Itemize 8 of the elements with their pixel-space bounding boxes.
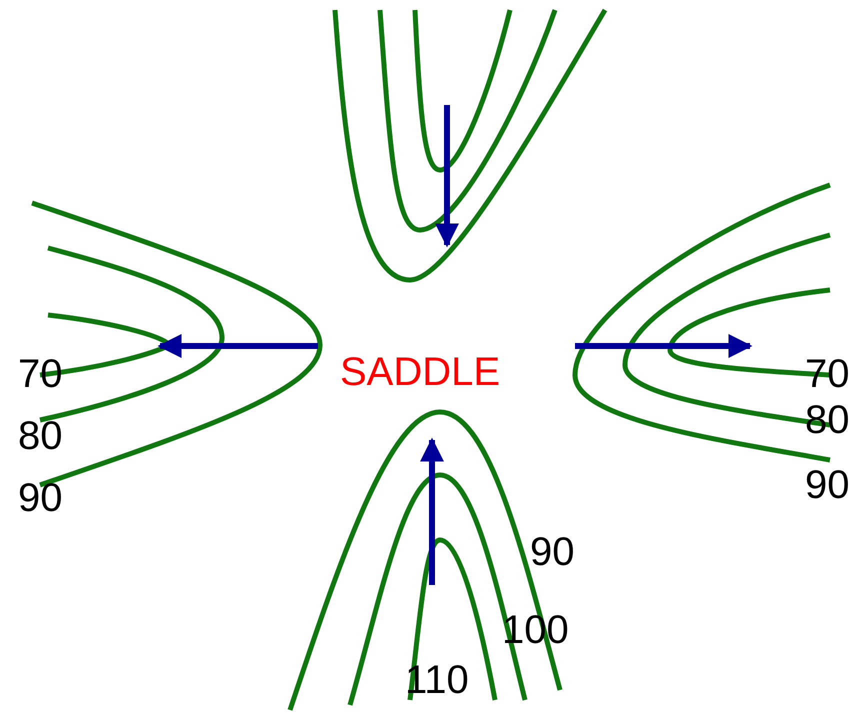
saddle-label: SADDLE — [340, 352, 500, 392]
contour-value-label: 70 — [805, 354, 850, 394]
contour-value-label: 80 — [18, 416, 62, 456]
contour-value-label: 90 — [805, 465, 850, 505]
contour-value-label: 90 — [530, 532, 574, 572]
contour-value-label: 70 — [18, 354, 62, 394]
contour-value-label: 90 — [18, 478, 62, 518]
contour-value-label: 80 — [805, 400, 850, 440]
